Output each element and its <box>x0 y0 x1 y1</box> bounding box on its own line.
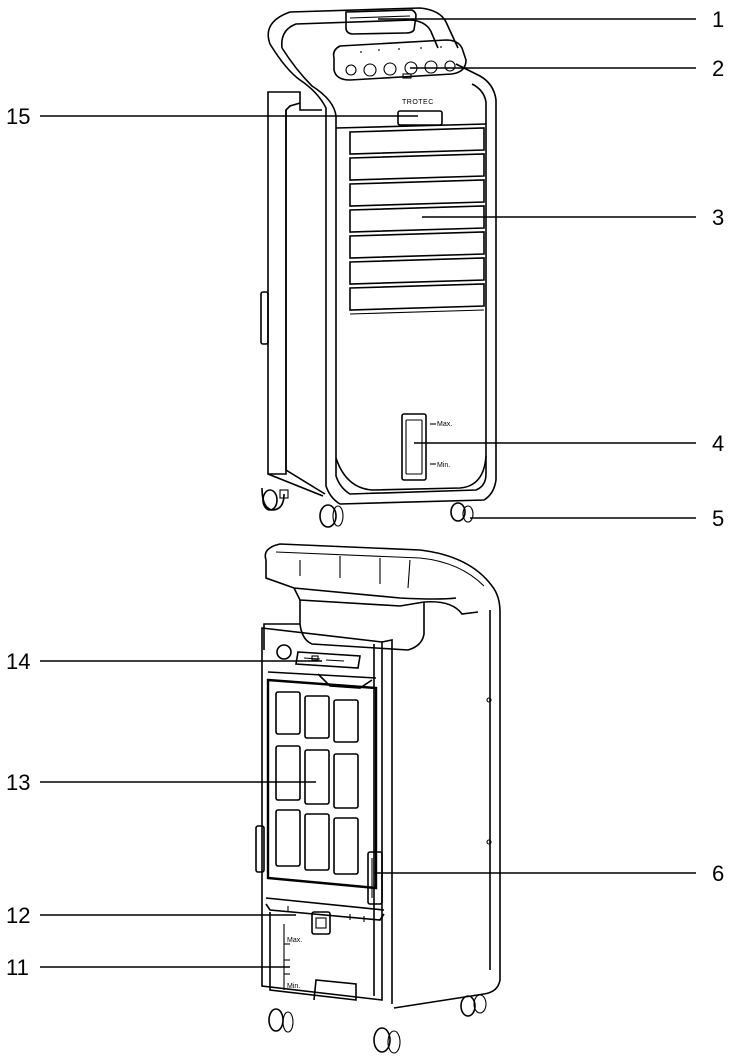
rear-view-unit: Max. Min. <box>255 543 501 1054</box>
control-buttons <box>345 60 456 79</box>
control-panel <box>332 39 467 81</box>
callout-1: 1 <box>712 7 724 32</box>
side-clip <box>367 851 383 905</box>
water-level-indicator: Max. Min. <box>401 413 452 481</box>
water-tank-handle <box>265 897 385 935</box>
callout-numbers: 1 2 3 4 5 6 11 12 13 14 15 <box>6 7 724 980</box>
callout-13: 13 <box>6 770 30 795</box>
callout-leaders <box>40 18 696 968</box>
carry-handle <box>345 9 417 35</box>
water-fill-opening <box>276 644 361 669</box>
callout-3: 3 <box>712 205 724 230</box>
svg-text:Max.: Max. <box>287 937 302 944</box>
callout-14: 14 <box>6 649 30 674</box>
callout-11: 11 <box>6 955 29 980</box>
callout-12: 12 <box>6 903 30 928</box>
callout-2: 2 <box>712 56 724 81</box>
callout-4: 4 <box>712 431 724 456</box>
callout-15: 15 <box>6 104 30 129</box>
front-view-unit: TROTEC Max. Min. <box>260 7 497 528</box>
rear-casters <box>268 994 487 1054</box>
display-window <box>397 110 443 126</box>
brand-logo: TROTEC <box>402 99 434 106</box>
callout-5: 5 <box>712 506 724 531</box>
svg-text:Min.: Min. <box>287 983 300 990</box>
water-tank: Max. Min. <box>269 912 357 1001</box>
svg-text:Max.: Max. <box>437 421 452 428</box>
air-filter <box>266 678 378 890</box>
front-casters <box>261 487 474 528</box>
svg-text:Min.: Min. <box>437 462 450 469</box>
air-louvres <box>349 127 485 315</box>
callout-6: 6 <box>712 861 724 886</box>
